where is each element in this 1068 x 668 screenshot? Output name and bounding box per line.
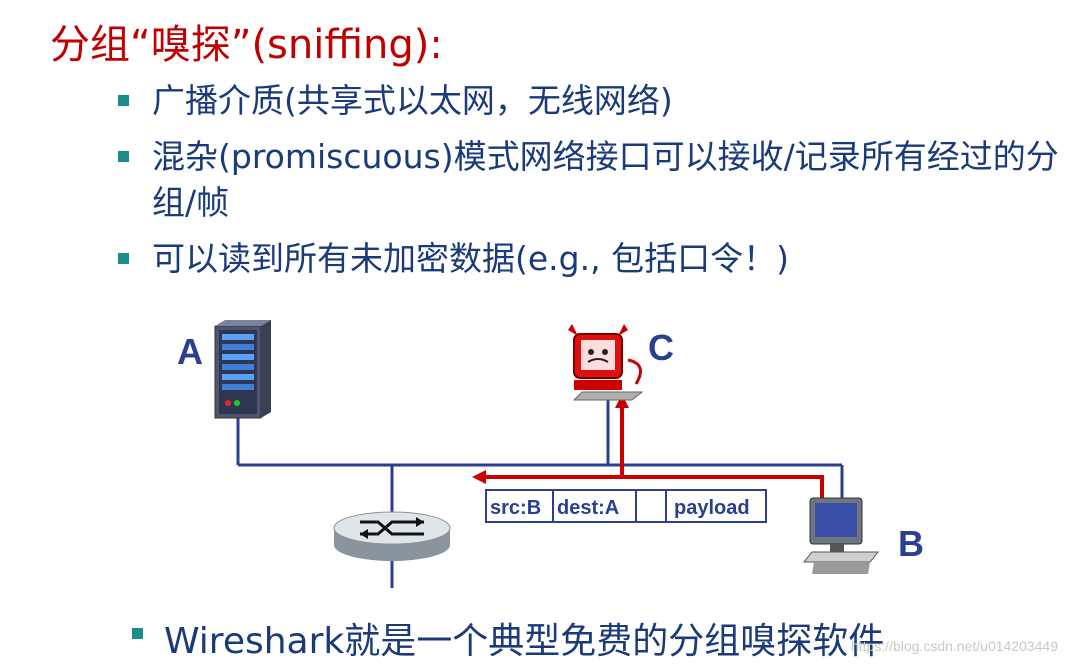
bullet-text: 广播介质(共享式以太网，无线网络) <box>152 81 673 120</box>
bottom-bullet-wireshark: Wireshark就是一个典型免费的分组嗅探软件 <box>128 612 884 664</box>
computer-b-icon <box>804 498 878 574</box>
bottom-bullet-text: Wireshark就是一个典型免费的分组嗅探软件 <box>164 621 884 662</box>
sniff-path <box>478 408 822 500</box>
bullet-square-icon <box>118 253 129 264</box>
frame-src-field: src:B <box>490 497 541 519</box>
bullet-text: 混杂(promiscuous)模式网络接口可以接收/记录所有经过的分组/帧 <box>152 137 1059 222</box>
bullet-square-icon <box>118 95 129 106</box>
bullet-list: 广播介质(共享式以太网，无线网络) 混杂(promiscuous)模式网络接口可… <box>112 78 1062 292</box>
frame-dest-field: dest:A <box>557 497 619 519</box>
frame-payload-field: payload <box>674 497 750 519</box>
bullet-item-unencrypted: 可以读到所有未加密数据(e.g., 包括口令！) <box>112 236 1062 282</box>
bullet-item-promiscuous: 混杂(promiscuous)模式网络接口可以接收/记录所有经过的分组/帧 <box>112 134 1062 226</box>
bullet-item-broadcast-media: 广播介质(共享式以太网，无线网络) <box>112 78 1062 124</box>
bullet-square-icon <box>118 151 129 162</box>
host-b-label: B <box>898 523 924 564</box>
slide-title: 分组“嗅探”(sniffing): <box>50 12 443 70</box>
host-c-label: C <box>648 327 674 368</box>
arrow-head-left <box>472 470 486 484</box>
host-a-label: A <box>177 331 203 372</box>
server-a-icon <box>215 320 271 418</box>
bullet-text: 可以读到所有未加密数据(e.g., 包括口令！) <box>152 239 789 278</box>
bullet-square-icon <box>132 628 143 639</box>
router-icon <box>334 512 450 561</box>
sniffer-c-icon <box>568 324 642 400</box>
watermark: https://blog.csdn.net/u014203449 <box>851 638 1058 654</box>
sniffing-diagram: A C src:B dest:A payload <box>0 300 1068 600</box>
